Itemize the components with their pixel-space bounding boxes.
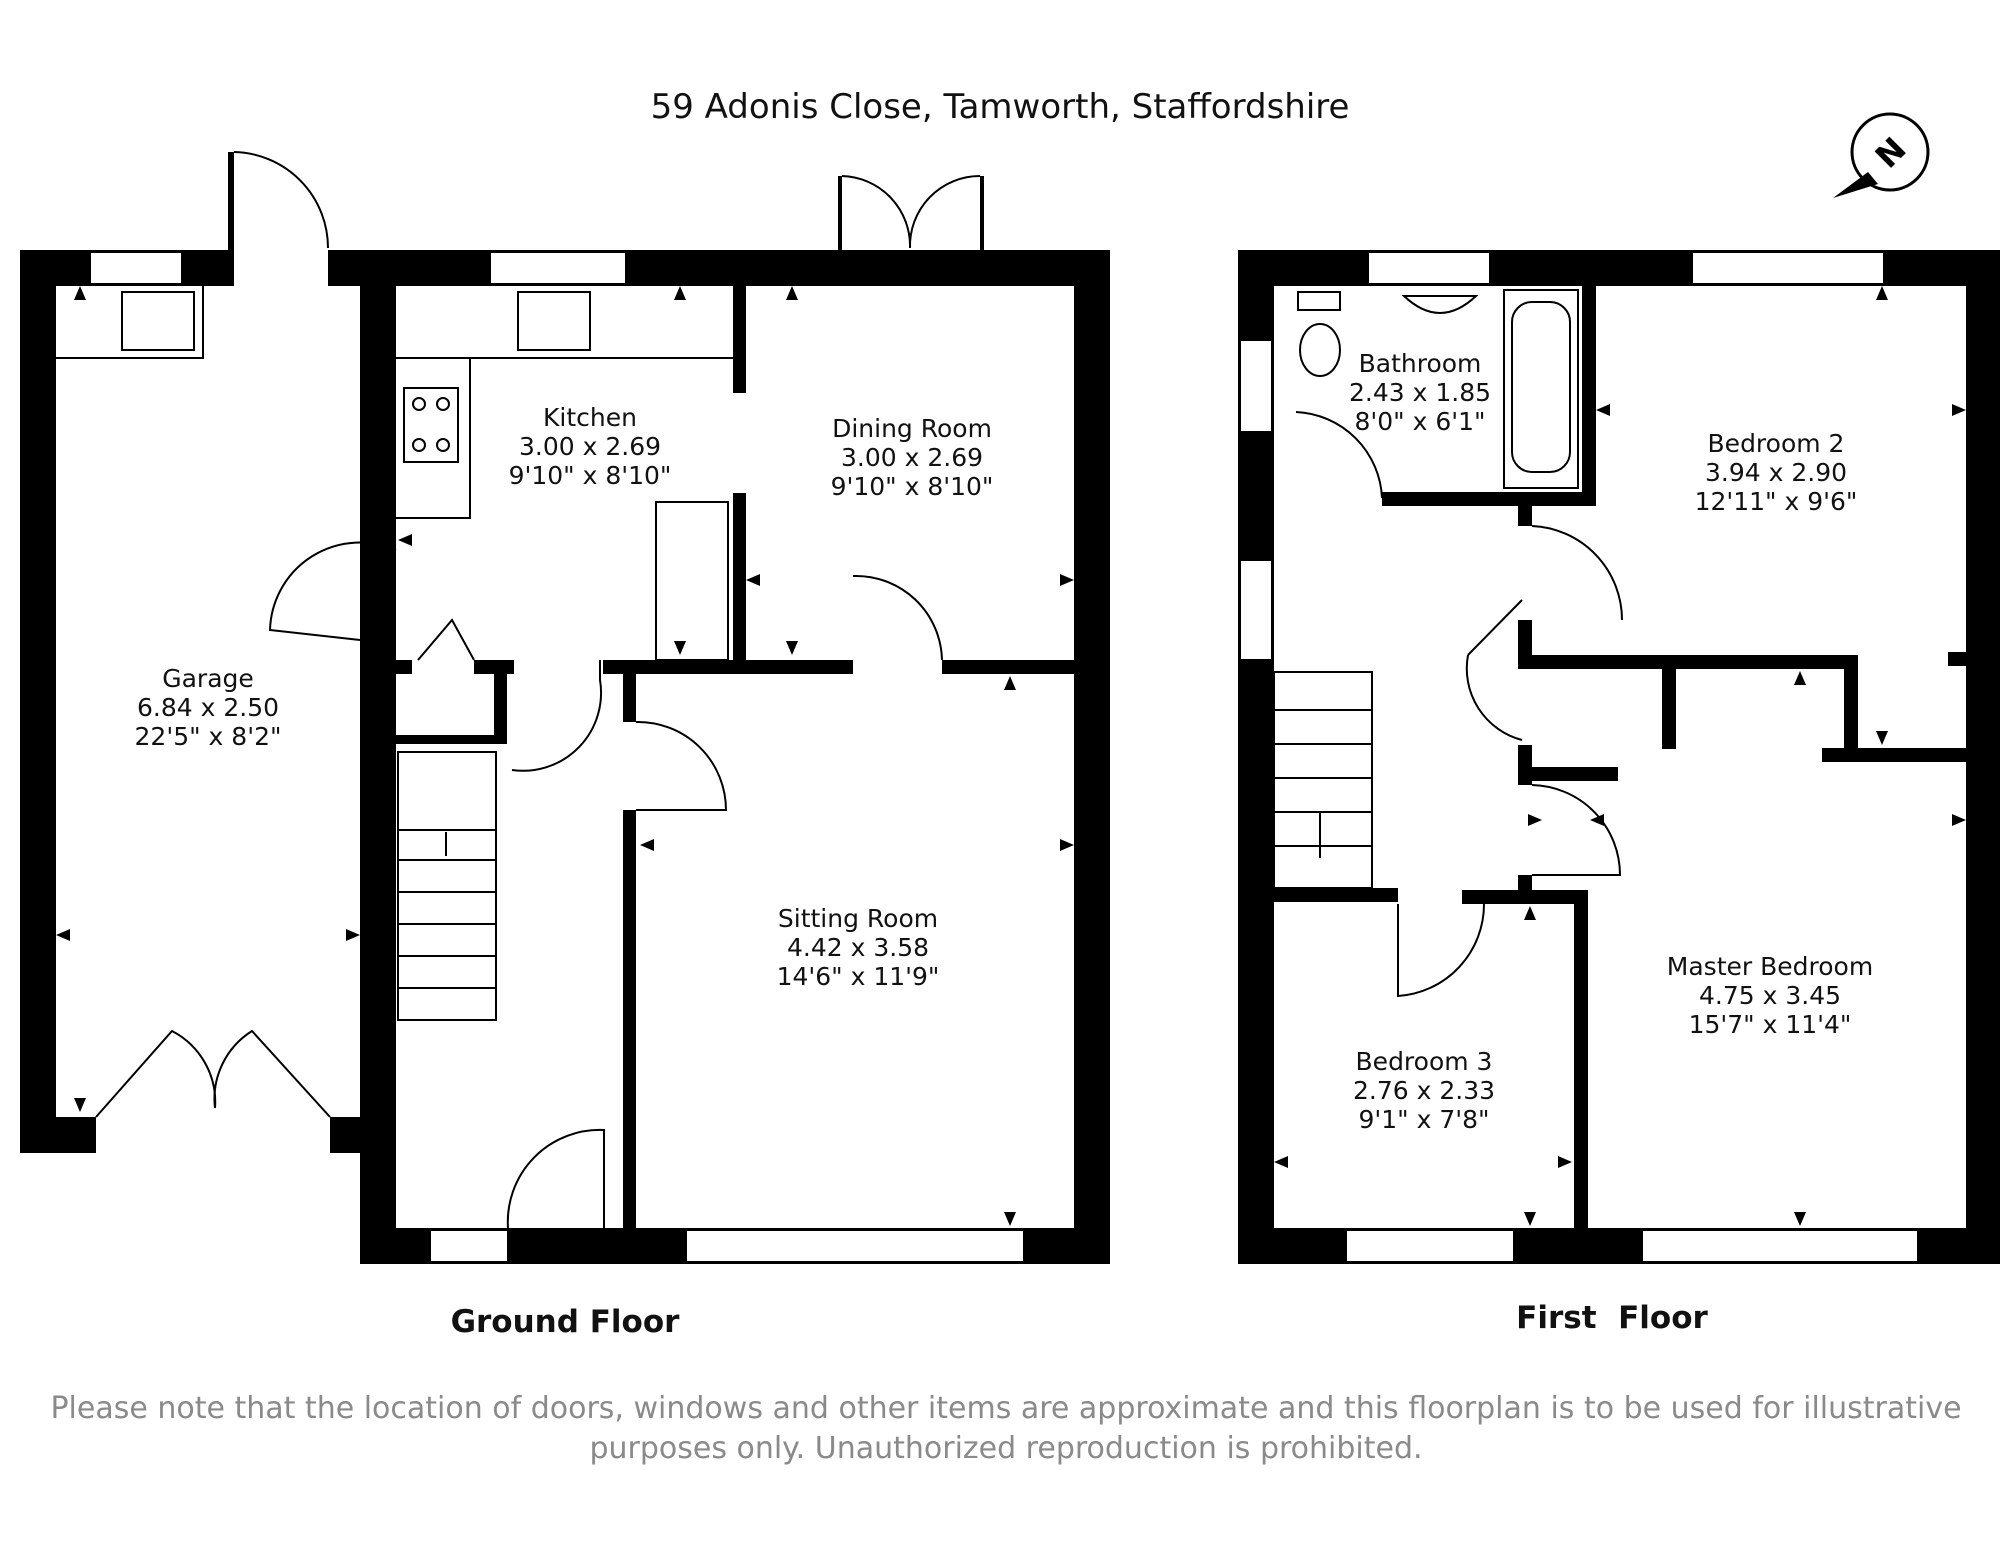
room-metric-kitchen: 3.00 x 2.69 xyxy=(519,432,661,461)
disclaimer-line-1: Please note that the location of doors, … xyxy=(50,1391,1961,1426)
room-metric-bedroom3: 2.76 x 2.33 xyxy=(1353,1076,1495,1105)
first-floor-plan xyxy=(1238,250,2000,1264)
property-title: 59 Adonis Close, Tamworth, Staffordshire xyxy=(651,87,1350,127)
first-floor-label: First Floor xyxy=(1516,1300,1708,1336)
room-imperial-bedroom2: 12'11" x 9'6" xyxy=(1695,487,1858,516)
room-name-garage: Garage xyxy=(162,664,254,693)
room-metric-garage: 6.84 x 2.50 xyxy=(137,693,279,722)
room-imperial-bedroom3: 9'1" x 7'8" xyxy=(1358,1105,1489,1134)
room-imperial-bathroom: 8'0" x 6'1" xyxy=(1354,407,1485,436)
room-name-bedroom3: Bedroom 3 xyxy=(1356,1047,1493,1076)
room-imperial-dining: 9'10" x 8'10" xyxy=(831,472,994,501)
room-name-sitting: Sitting Room xyxy=(778,904,938,933)
room-imperial-garage: 22'5" x 8'2" xyxy=(135,722,282,751)
room-metric-bedroom2: 3.94 x 2.90 xyxy=(1705,458,1847,487)
room-imperial-kitchen: 9'10" x 8'10" xyxy=(509,461,672,490)
room-metric-sitting: 4.42 x 3.58 xyxy=(787,933,929,962)
room-name-kitchen: Kitchen xyxy=(543,403,637,432)
room-name-master: Master Bedroom xyxy=(1667,952,1873,981)
room-imperial-sitting: 14'6" x 11'9" xyxy=(777,962,940,991)
disclaimer-line-2: purposes only. Unauthorized reproduction… xyxy=(589,1431,1422,1466)
room-metric-dining: 3.00 x 2.69 xyxy=(841,443,983,472)
ground-floor-label: Ground Floor xyxy=(451,1304,681,1340)
ground-floor-plan xyxy=(20,151,1110,1264)
room-name-bedroom2: Bedroom 2 xyxy=(1708,429,1845,458)
compass-letter: N xyxy=(1868,130,1914,176)
room-imperial-master: 15'7" x 11'4" xyxy=(1689,1010,1852,1039)
room-metric-bathroom: 2.43 x 1.85 xyxy=(1349,378,1491,407)
room-metric-master: 4.75 x 3.45 xyxy=(1699,981,1841,1010)
room-name-bathroom: Bathroom xyxy=(1359,349,1482,378)
north-arrow-icon: N xyxy=(1833,112,1930,198)
room-name-dining: Dining Room xyxy=(832,414,992,443)
